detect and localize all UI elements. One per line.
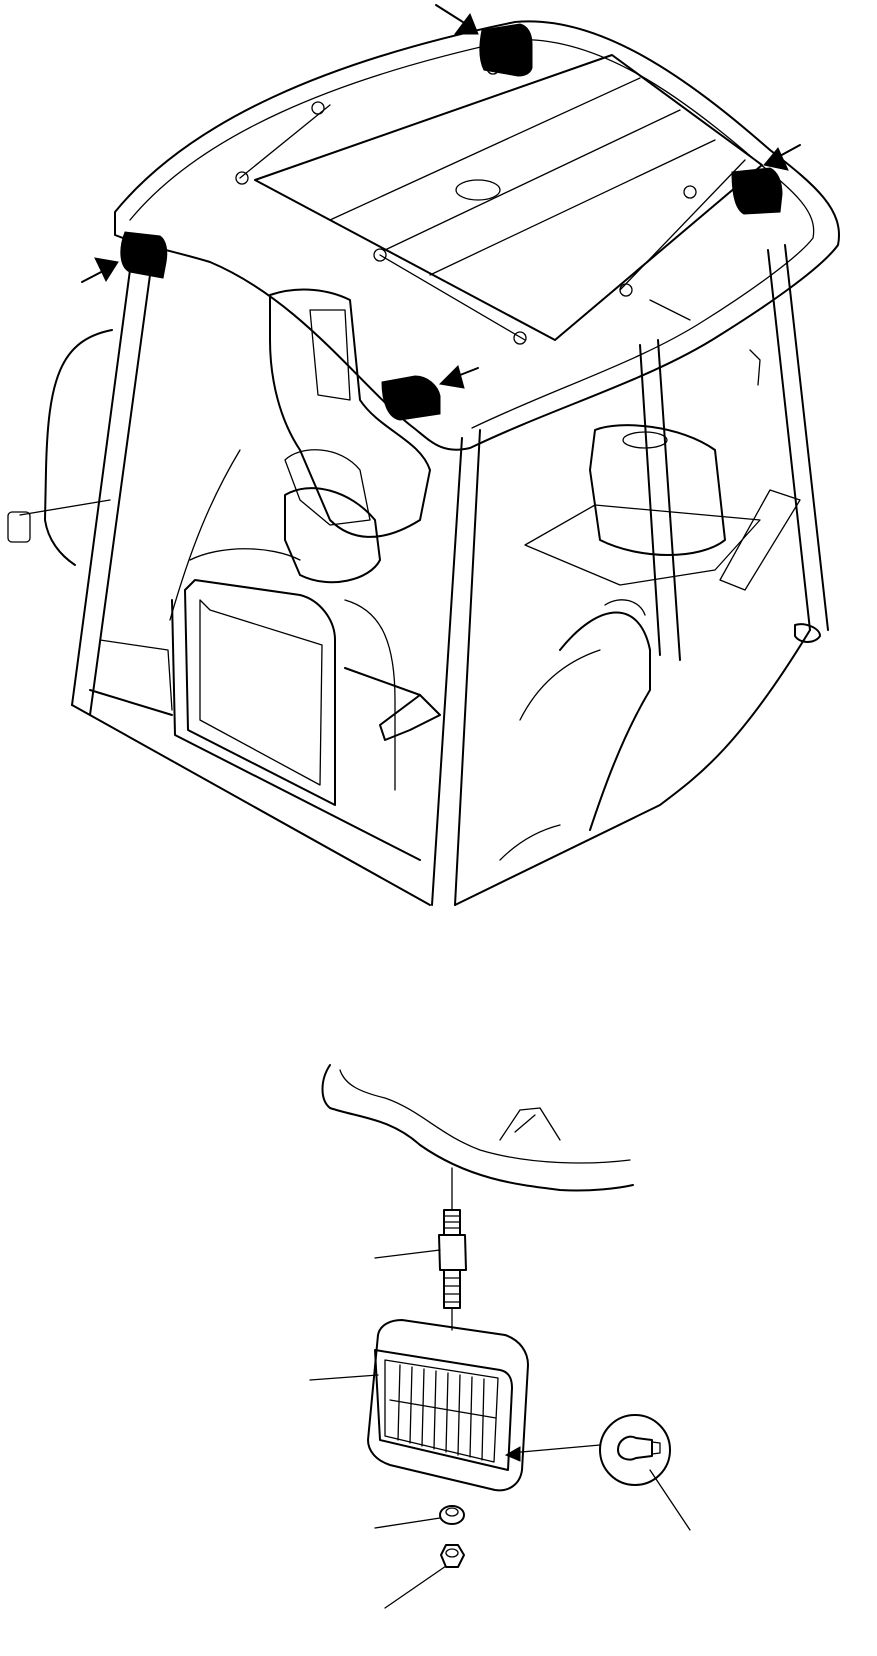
bulb-callout <box>504 1414 671 1486</box>
arrow-icon <box>763 144 801 171</box>
arrow-icon <box>81 257 119 283</box>
bulb-icon <box>617 1435 661 1461</box>
arrow-icon <box>435 4 479 35</box>
roof-underside <box>321 1064 634 1192</box>
lamp-marker-top <box>479 23 533 77</box>
lamp-marker-right <box>731 167 783 215</box>
work-lamp-icon <box>367 1319 529 1492</box>
lamp-marker-left <box>120 231 168 279</box>
leader-lines <box>309 1249 691 1609</box>
lock-washer <box>439 1505 465 1525</box>
bracket-stud <box>438 1209 467 1309</box>
hex-nut <box>440 1544 465 1568</box>
cab-illustration <box>7 20 840 906</box>
arrow-icon <box>438 365 479 389</box>
lamp-marker-front <box>381 375 441 421</box>
